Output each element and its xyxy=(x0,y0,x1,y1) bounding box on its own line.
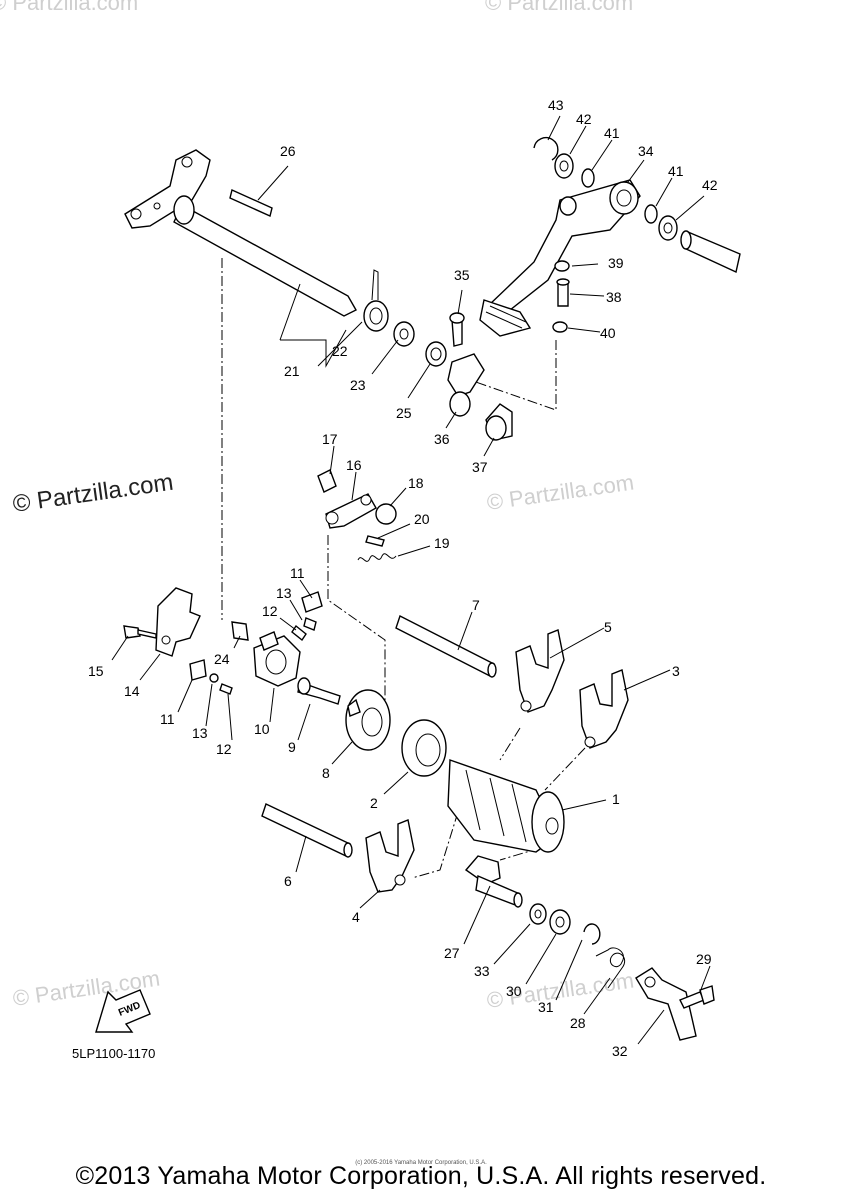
callout-14: 14 xyxy=(124,683,140,699)
callout-12-top: 12 xyxy=(262,603,278,619)
copyright-notice: ©2013 Yamaha Motor Corporation, U.S.A. A… xyxy=(75,1162,767,1190)
fwd-arrow-icon: FWD xyxy=(95,989,151,1033)
watermark-top-right: © Partzilla.com xyxy=(485,0,633,15)
callout-38: 38 xyxy=(606,289,622,305)
callout-8: 8 xyxy=(322,765,330,781)
callout-21: 21 xyxy=(284,363,300,379)
tiny-credit: (c) 2005-2016 Yamaha Motor Corporation, … xyxy=(355,1160,487,1166)
callout-18: 18 xyxy=(408,475,424,491)
plate-32 xyxy=(635,967,697,1041)
callout-34: 34 xyxy=(638,143,654,159)
bolt-15 xyxy=(123,625,157,639)
callout-1: 1 xyxy=(612,791,620,807)
assembly-line-fork4 xyxy=(411,811,459,879)
callout-31: 31 xyxy=(538,999,554,1015)
callout-33: 33 xyxy=(474,963,490,979)
segment-10 xyxy=(253,631,301,687)
collar-33 xyxy=(529,903,547,925)
callout-4: 4 xyxy=(352,909,360,925)
assembly-line-fork3 xyxy=(544,747,586,791)
callout-3: 3 xyxy=(672,663,680,679)
callout-19: 19 xyxy=(434,535,450,551)
watermark-mid-right: © Partzilla.com xyxy=(485,470,635,515)
callout-32: 32 xyxy=(612,1043,628,1059)
shift-pedal xyxy=(479,179,641,337)
stopper-lever xyxy=(317,469,397,562)
shaft-spring-22 xyxy=(363,269,389,332)
shift-fork-3 xyxy=(579,669,629,749)
callout-7: 7 xyxy=(472,597,480,613)
callout-36: 36 xyxy=(434,431,450,447)
diagram-code: 5LP1100-1170 xyxy=(72,1046,156,1061)
callout-42-left: 42 xyxy=(576,111,592,127)
callout-13-top: 13 xyxy=(276,585,292,601)
callout-20: 20 xyxy=(414,511,430,527)
callout-37: 37 xyxy=(472,459,488,475)
callout-13-bottom: 13 xyxy=(192,725,208,741)
callout-41-right: 41 xyxy=(668,163,684,179)
oil-seal-25 xyxy=(425,341,447,367)
callout-11-bottom: 11 xyxy=(160,711,175,727)
callout-5: 5 xyxy=(604,619,612,635)
callout-labels: 1 2 3 4 5 6 7 8 9 10 11 11 12 12 13 13 1… xyxy=(88,97,718,1059)
shift-fork-5 xyxy=(515,629,565,713)
callout-41-left: 41 xyxy=(604,125,620,141)
leader-lines xyxy=(111,115,711,1045)
callout-27: 27 xyxy=(444,945,460,961)
joint-link-35-36-37 xyxy=(447,312,513,441)
shift-drum-1 xyxy=(447,759,565,853)
washers-41-42-43 xyxy=(533,136,741,273)
callout-23: 23 xyxy=(350,377,366,393)
callout-24: 24 xyxy=(214,651,230,667)
callout-6: 6 xyxy=(284,873,292,889)
assembly-line-link xyxy=(469,340,557,411)
washer-23 xyxy=(393,321,415,347)
assembly-line-fork5 xyxy=(499,727,521,761)
callout-40: 40 xyxy=(600,325,616,341)
callout-30: 30 xyxy=(506,983,522,999)
callout-42-right: 42 xyxy=(702,177,718,193)
stopper-plate-14 xyxy=(155,587,201,657)
callout-26: 26 xyxy=(280,143,296,159)
shift-drum-segment-8 xyxy=(345,689,391,751)
washer-30 xyxy=(549,909,571,935)
callout-17: 17 xyxy=(322,431,338,447)
callout-10: 10 xyxy=(254,721,270,737)
callout-35: 35 xyxy=(454,267,470,283)
circlip-31 xyxy=(583,923,601,945)
callout-43: 43 xyxy=(548,97,564,113)
bolt-9 xyxy=(297,677,341,705)
callout-25: 25 xyxy=(396,405,412,421)
callout-15: 15 xyxy=(88,663,104,679)
callout-22: 22 xyxy=(332,343,348,359)
bolt-29 xyxy=(679,985,715,1009)
assembly-line-stopper xyxy=(327,535,386,700)
callout-39: 39 xyxy=(608,255,624,271)
callout-12-bottom: 12 xyxy=(216,741,232,757)
shaft-27 xyxy=(464,855,523,908)
callout-11-top: 11 xyxy=(290,565,305,581)
shift-fork-4 xyxy=(365,819,415,893)
callout-2: 2 xyxy=(370,795,378,811)
guide-bar-7 xyxy=(395,615,497,678)
callout-28: 28 xyxy=(570,1015,586,1031)
bearing-2 xyxy=(401,719,447,777)
watermark-top-left: © Partzilla.com xyxy=(0,0,138,15)
spring-28 xyxy=(595,947,626,989)
nuts-bolt-38-39-40 xyxy=(552,260,570,333)
callout-16: 16 xyxy=(346,457,362,473)
watermark-main: © Partzilla.com xyxy=(11,469,175,518)
callout-29: 29 xyxy=(696,951,712,967)
callout-9: 9 xyxy=(288,739,296,755)
shift-shaft xyxy=(124,149,357,317)
guide-bar-6 xyxy=(261,803,353,858)
